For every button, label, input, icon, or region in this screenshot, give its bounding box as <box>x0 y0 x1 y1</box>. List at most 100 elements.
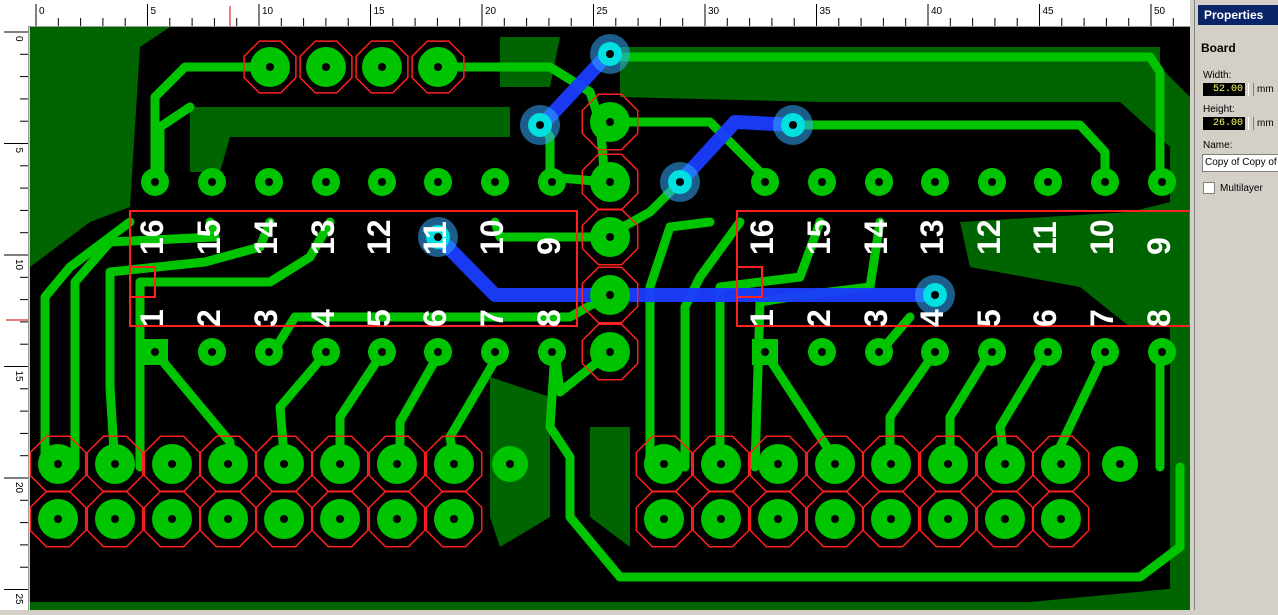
pin-label: 5 <box>971 309 1007 327</box>
ic-left-bottom-pad-6-hole <box>434 348 442 356</box>
ruler-left-label: 10 <box>13 259 24 271</box>
bottom-left-pad-top-2-hole <box>111 460 119 468</box>
pin-label: 15 <box>801 219 837 255</box>
height-unit: mm <box>1257 118 1274 129</box>
bottom-right-pad-top-6-hole <box>944 460 952 468</box>
bottom-right-pad-bot-6-hole <box>944 515 952 523</box>
pin-label: 15 <box>191 219 227 255</box>
ruler-top-label: 25 <box>597 6 609 17</box>
bottom-right-pad-bot-6-outline <box>919 490 977 548</box>
bottom-left-pad-bot-1-hole <box>54 515 62 523</box>
top-connector-pad-1-hole <box>266 63 274 71</box>
ic-left-top-pad-7-hole <box>491 178 499 186</box>
bottom-left-pad-bot-1-outline <box>29 490 87 548</box>
name-label: Name: <box>1203 140 1233 151</box>
ic-left-top-pad-5-hole <box>378 178 386 186</box>
name-input[interactable]: Copy of Copy of <box>1202 154 1278 172</box>
pads[interactable] <box>29 34 1176 548</box>
width-input[interactable]: 52.00 <box>1203 83 1245 96</box>
bottom-right-pad-bot-5-outline <box>862 490 920 548</box>
pin-label: 10 <box>474 219 510 255</box>
middle-connector-pad-4-outline <box>581 266 639 324</box>
bottom-left-pad-bot-3-hole <box>168 515 176 523</box>
bottom-left-pad-bot-6-outline <box>311 490 369 548</box>
ic-left-bottom-pad-5-hole <box>378 348 386 356</box>
height-spinner[interactable] <box>1248 117 1254 130</box>
ic-left-top-pad-2-hole <box>208 178 216 186</box>
via-1-hole <box>606 50 614 58</box>
ic-left-outline <box>129 210 578 327</box>
ruler-top-label: 45 <box>1043 6 1055 17</box>
middle-connector-pad-4-hole <box>606 291 614 299</box>
bottom-left-pad-top-8-hole <box>450 460 458 468</box>
bottom-left-pad-bot-7-outline <box>368 490 426 548</box>
top-connector-pad-3-hole <box>378 63 386 71</box>
multilayer-row[interactable]: Multilayer <box>1203 182 1278 194</box>
ic-left-top-pad-6-hole <box>434 178 442 186</box>
width-spinner[interactable] <box>1248 83 1254 96</box>
ruler-top-label: 30 <box>708 6 720 17</box>
via-2-hole <box>536 121 544 129</box>
bottom-right-pad-bot-7-outline <box>976 490 1034 548</box>
ruler-top-label: 15 <box>374 6 386 17</box>
pin-label: 9 <box>531 237 567 255</box>
pin-label: 3 <box>248 309 284 327</box>
ic-right-top-pad-7-hole <box>1101 178 1109 186</box>
ruler-left-label: 20 <box>13 482 24 494</box>
ic-right-bottom-pad-5-hole <box>988 348 996 356</box>
ruler-top-label: 20 <box>485 6 497 17</box>
jumper-pad-right-hole <box>1116 460 1124 468</box>
bottom-left-pad-bot-3-outline <box>143 490 201 548</box>
pin-label: 6 <box>417 309 453 327</box>
pin-label: 9 <box>1141 237 1177 255</box>
pin-label: 8 <box>531 309 567 327</box>
top-connector-pad-4-hole <box>434 63 442 71</box>
pin-label: 10 <box>1084 219 1120 255</box>
via-6-hole <box>931 291 939 299</box>
height-input[interactable]: 26.00 <box>1203 117 1245 130</box>
bottom-right-pad-top-1-hole <box>660 460 668 468</box>
ic-right-bottom-pad-8-hole <box>1158 348 1166 356</box>
bottom-left-pad-bot-6-hole <box>336 515 344 523</box>
bottom-left-pad-bot-5-outline <box>255 490 313 548</box>
jumper-pad-left-hole <box>506 460 514 468</box>
bottom-left-pad-top-3-hole <box>168 460 176 468</box>
ruler-top-label: 35 <box>820 6 832 17</box>
ruler-left-label: 0 <box>13 36 24 42</box>
bottom-right-pad-bot-8-outline <box>1032 490 1090 548</box>
pin-label: 2 <box>801 309 837 327</box>
ic-left-bottom-pad-2-hole <box>208 348 216 356</box>
via-4-hole <box>789 121 797 129</box>
properties-panel: Properties Board Width: 52.00 mm Height:… <box>1194 0 1278 610</box>
pin-label: 13 <box>914 219 950 255</box>
pin-label: 14 <box>248 219 284 255</box>
ic-left-top-pad-1-hole <box>151 178 159 186</box>
pin-label: 12 <box>361 219 397 255</box>
height-label: Height: <box>1203 104 1235 115</box>
ic-right-bottom-pad-4-hole <box>931 348 939 356</box>
ruler-top-label: 5 <box>151 6 157 17</box>
top-connector-pad-4-outline <box>411 40 465 94</box>
via-3-hole <box>676 178 684 186</box>
bottom-right-pad-top-5-hole <box>887 460 895 468</box>
width-unit: mm <box>1257 84 1274 95</box>
ruler-left-label: 15 <box>13 371 24 383</box>
pin-label: 16 <box>744 219 780 255</box>
bottom-left-pad-top-5-hole <box>280 460 288 468</box>
silkscreen <box>129 210 1191 327</box>
bottom-left-pad-bot-2-outline <box>86 490 144 548</box>
bottom-right-pad-top-8-hole <box>1057 460 1065 468</box>
bottom-right-pad-bot-7-hole <box>1001 515 1009 523</box>
width-row: 52.00 mm <box>1203 83 1278 96</box>
ic-right-top-pad-5-hole <box>988 178 996 186</box>
middle-connector-pad-2-hole <box>606 178 614 186</box>
middle-connector-pad-3-hole <box>606 233 614 241</box>
multilayer-checkbox[interactable] <box>1203 182 1215 194</box>
ic-right-bottom-pad-2-hole <box>818 348 826 356</box>
